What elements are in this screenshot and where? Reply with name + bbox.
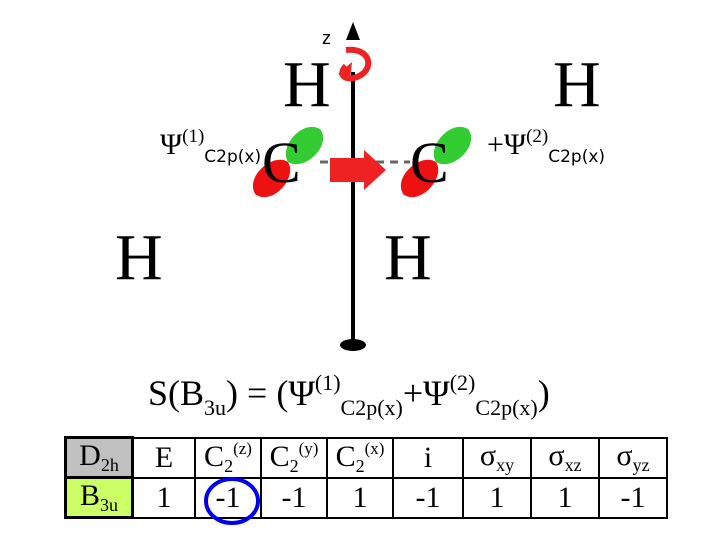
left-orbital-red-lobe <box>253 159 291 197</box>
transform-arrow-icon <box>330 150 386 190</box>
character-cell: 1 <box>530 476 600 519</box>
highlight-circle-overlay <box>204 477 260 525</box>
psi1-label: Ψ(1)C2p(x) <box>160 126 261 167</box>
irrep-cell: B3u <box>64 476 134 519</box>
highlight-circle <box>204 477 260 525</box>
formula-sup1: (1) <box>314 370 341 395</box>
z-axis-arrowhead <box>346 22 360 40</box>
hydrogen-top-left: H <box>283 48 331 121</box>
psi2-base: +Ψ <box>487 128 527 161</box>
point-group-cell: D2h <box>64 436 134 479</box>
point-group-sub: 2h <box>100 455 119 475</box>
table-irrep-row: B3u 1 -1 -1 1 -1 1 1 -1 <box>64 476 668 519</box>
character-cell: -1 <box>598 476 668 519</box>
op-base: σ <box>616 439 633 472</box>
op-sub: xy <box>496 455 515 475</box>
irrep-sub: 3u <box>100 495 118 515</box>
op-sup: (y) <box>298 438 319 458</box>
psi2-label: +Ψ(2)C2p(x) <box>487 126 605 167</box>
op-cell: σxz <box>530 436 600 479</box>
psi2-sup: (2) <box>526 126 549 147</box>
carbon-left: C <box>262 130 301 195</box>
symmetry-formula: S(B3u) = (Ψ(1)C2p(x)+Ψ(2)C2p(x)) <box>148 370 550 421</box>
character-cell: 1 <box>462 476 532 519</box>
psi1-base: Ψ <box>160 128 183 161</box>
op-sup: (z) <box>233 438 252 458</box>
formula-eq: ) = ( <box>226 373 289 413</box>
character-cell: -1 <box>392 476 464 519</box>
hydrogen-bottom-left: H <box>115 221 163 294</box>
right-orbital-red-lobe <box>401 159 439 197</box>
op-sub: 2 <box>289 455 299 476</box>
op-base: i <box>423 440 433 474</box>
formula-lhs: S(B <box>148 373 205 413</box>
point-group-base: D <box>79 439 101 472</box>
right-orbital-green-lobe <box>433 127 471 165</box>
op-cell: σxy <box>462 436 532 479</box>
character-cell: 1 <box>326 476 394 519</box>
op-base: C <box>335 439 356 473</box>
op-cell: C2(y) <box>260 436 328 479</box>
formula-sub1: C2p(x) <box>340 395 403 420</box>
hydrogen-bottom-right: H <box>384 221 432 294</box>
formula-lhs-sub: 3u <box>204 395 227 420</box>
op-cell: C2(x) <box>326 436 394 479</box>
irrep-base: B <box>79 479 100 512</box>
formula-psi1: Ψ <box>288 373 315 413</box>
op-cell: E <box>131 436 196 479</box>
op-sub: 2 <box>355 455 365 476</box>
op-base: C <box>204 439 225 473</box>
hydrogen-top-right: H <box>553 48 601 121</box>
z-axis-label: z <box>322 28 331 48</box>
op-sub: 2 <box>224 455 234 476</box>
formula-sub2: C2p(x) <box>475 395 538 420</box>
op-cell: i <box>392 436 464 479</box>
psi2-sub: C2p(x) <box>548 147 606 167</box>
op-sup: (x) <box>364 438 385 458</box>
op-base: σ <box>548 439 565 472</box>
character-table: D2h E C2(z) C2(y) C2(x) i σxy σxz σyz B3… <box>64 436 668 519</box>
table-header-row: D2h E C2(z) C2(y) C2(x) i σxy σxz σyz <box>64 436 668 479</box>
left-p-orbital <box>253 127 323 197</box>
op-sub: yz <box>632 455 650 475</box>
left-orbital-green-lobe <box>285 127 323 165</box>
molecule-diagram <box>253 22 471 351</box>
z-axis-base <box>340 339 366 351</box>
psi1-sup: (1) <box>182 126 205 147</box>
character-cell: -1 <box>260 476 328 519</box>
op-sub: xz <box>564 455 582 475</box>
op-base: E <box>154 440 174 474</box>
rotation-arrow-head <box>338 62 352 80</box>
formula-sup2: (2) <box>449 370 476 395</box>
character-cell: 1 <box>131 476 196 519</box>
right-p-orbital <box>401 127 471 197</box>
psi1-sub: C2p(x) <box>204 147 262 167</box>
op-cell: σyz <box>598 436 668 479</box>
op-cell: C2(z) <box>194 436 262 479</box>
formula-plus-psi2: +Ψ <box>402 373 450 413</box>
op-base: σ <box>479 439 497 472</box>
formula-close: ) <box>537 373 550 413</box>
op-base: C <box>269 439 290 473</box>
carbon-right: C <box>410 130 449 195</box>
